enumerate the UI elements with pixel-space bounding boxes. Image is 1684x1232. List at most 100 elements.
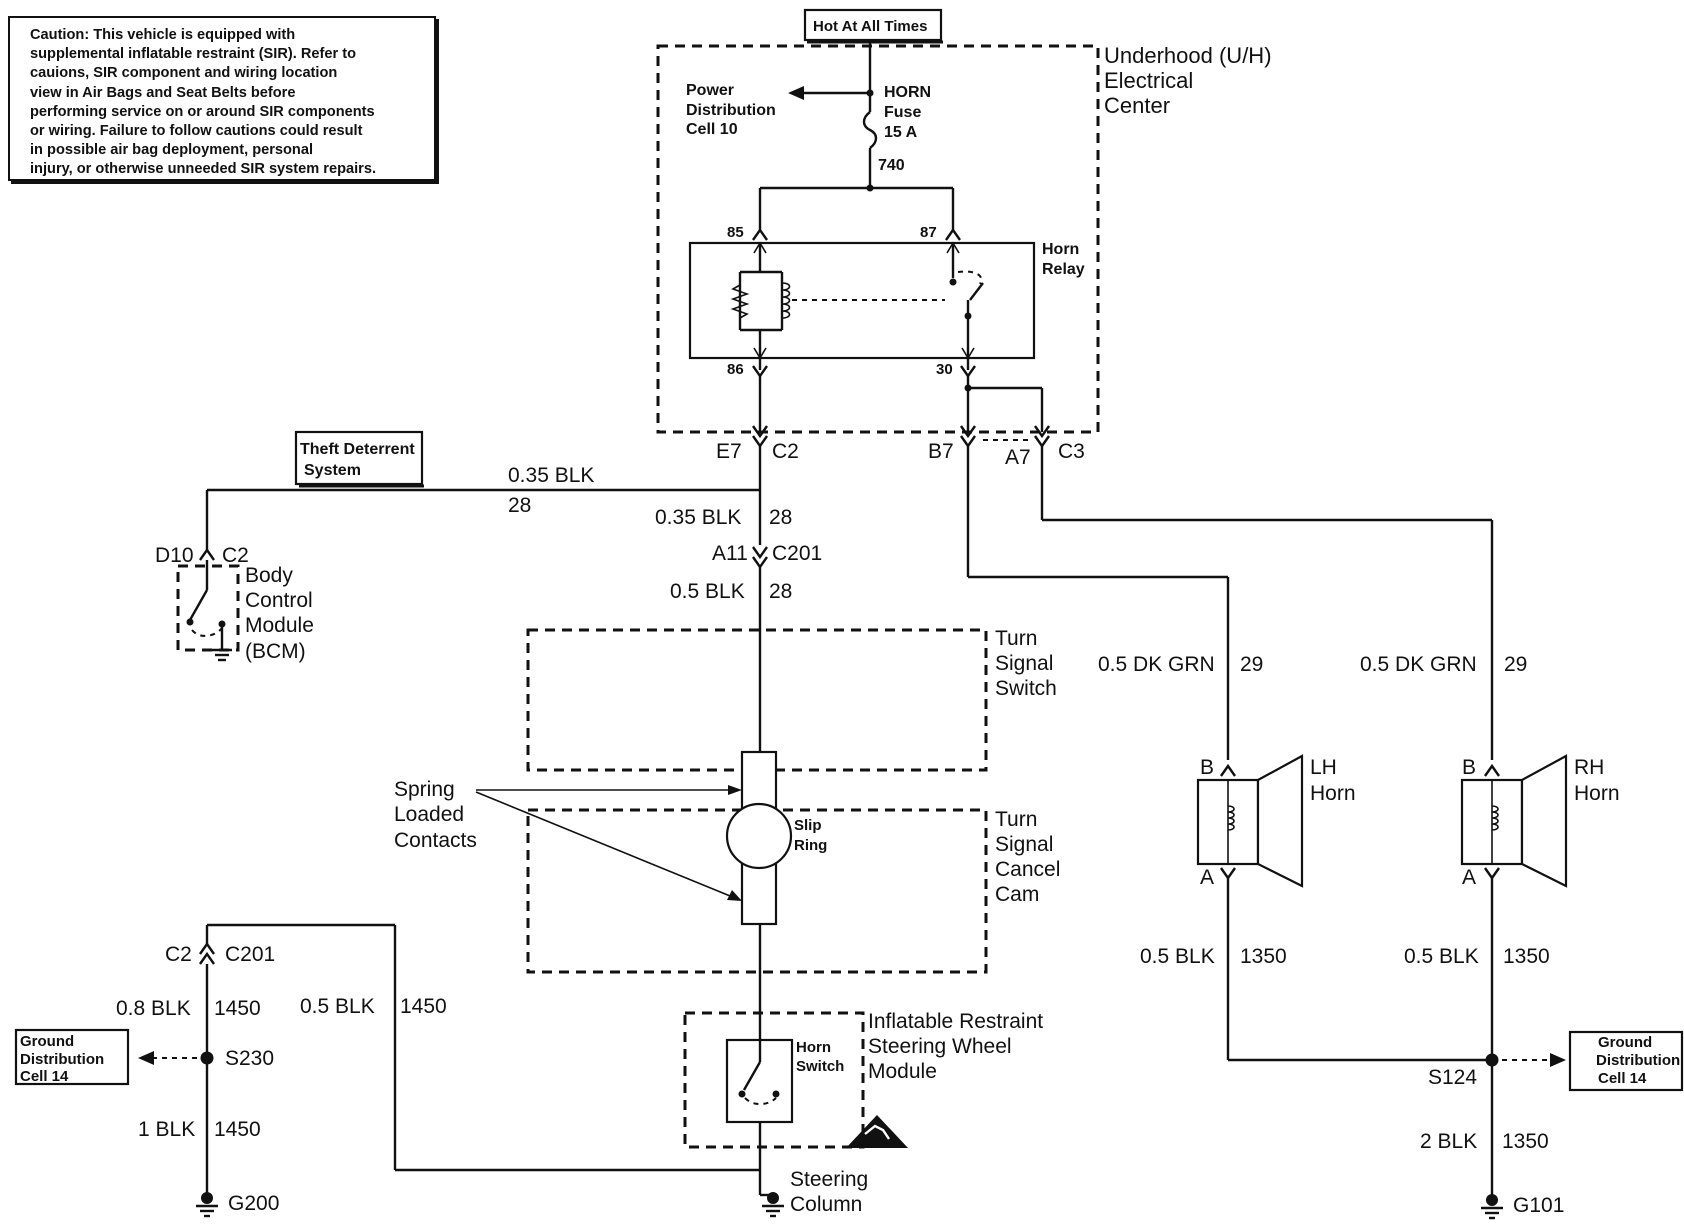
horn-switch-icon	[742, 1061, 762, 1091]
ground-dist-right-label: Ground	[1598, 1034, 1652, 1051]
bcm-switch-icon	[188, 589, 209, 621]
arrow-right-icon	[1550, 1053, 1566, 1067]
caution-line: cauions, SIR component and wiring locati…	[30, 65, 338, 82]
power-dist-label: Cell 10	[686, 121, 738, 138]
wire-gauge: 0.5 BLK	[300, 995, 375, 1018]
caution-line: in possible air bag deployment, personal	[30, 142, 314, 159]
splice-s124: S124	[1428, 1066, 1477, 1089]
arrow-right-icon	[728, 785, 742, 795]
ground-g200: G200	[228, 1192, 279, 1215]
spring-contacts-label: Loaded	[394, 803, 464, 826]
coil-icon	[781, 282, 791, 319]
connector-icon	[752, 227, 768, 241]
bcm-label: Body	[245, 564, 293, 587]
horn-switch-label: Switch	[796, 1058, 844, 1075]
lh-horn-label: Horn	[1310, 782, 1356, 805]
bcm-label: Control	[245, 589, 313, 612]
slip-ring-icon	[725, 802, 793, 870]
connector-c201: C201	[772, 542, 822, 565]
rh-horn-label: Horn	[1574, 782, 1620, 805]
irsw-module-boundary	[683, 1011, 865, 1149]
wire-circuit: 28	[769, 506, 792, 529]
horn-switch-label: Horn	[796, 1039, 831, 1056]
caution-line: injury, or otherwise unneeded SIR system…	[30, 161, 377, 178]
arrow-left-icon	[788, 86, 804, 100]
relay-pin-86: 86	[727, 361, 744, 378]
ground-g101: G101	[1513, 1194, 1564, 1217]
ground-dist-right-label: Distribution	[1596, 1052, 1680, 1069]
lh-horn-icon	[1256, 754, 1304, 888]
ground-dist-left-box	[14, 1028, 130, 1086]
airbag-warning-icon	[846, 1115, 908, 1148]
horn-relay-label: Horn	[1042, 241, 1079, 258]
steering-column-label: Column	[790, 1193, 862, 1216]
lh-horn-label: LH	[1310, 756, 1337, 779]
caution-line: view in Air Bags and Seat Belts before	[30, 84, 296, 101]
cancel-cam-label: Turn	[995, 808, 1037, 831]
caution-line: performing service on or around SIR comp…	[30, 103, 375, 120]
cancel-cam-label: Cancel	[995, 858, 1060, 881]
caution-line: Caution: This vehicle is equipped with	[30, 27, 296, 43]
wire-gauge: 1 BLK	[138, 1118, 195, 1141]
lh-horn-pin-b: B	[1200, 756, 1214, 779]
wire-circuit: 1450	[214, 997, 261, 1020]
relay-pin-87: 87	[920, 224, 937, 241]
lh-horn-pin-a: A	[1200, 866, 1214, 889]
arrow-right-icon	[727, 890, 742, 901]
connector-c2: C2	[772, 440, 799, 463]
turn-signal-switch-label: Turn	[995, 627, 1037, 650]
connector-c2-bottom: C2	[165, 943, 192, 966]
theft-deterrent-label: Theft Deterrent	[300, 441, 415, 458]
bcm-label: (BCM)	[245, 640, 306, 663]
ground-dist-right-label: Cell 14	[1598, 1070, 1647, 1087]
wire-gauge: 0.5 DK GRN	[1098, 653, 1215, 676]
uh-center-label: Electrical	[1104, 68, 1193, 93]
caution-line: supplemental inflatable restraint (SIR).…	[30, 46, 356, 63]
connector-c2-c201-icon	[199, 951, 215, 965]
wire-circuit: 1350	[1503, 945, 1550, 968]
steering-column-label: Steering	[790, 1168, 868, 1191]
spring-contacts-label: Spring	[394, 778, 455, 801]
connector-c3: C3	[1058, 440, 1085, 463]
caution-note: Caution: This vehicle is equipped with s…	[8, 16, 436, 181]
wire-gauge: 0.35 BLK	[508, 464, 594, 487]
ground-dist-right-box	[1568, 1030, 1684, 1092]
slip-ring-label: Slip	[794, 817, 822, 834]
turn-signal-switch-label: Switch	[995, 677, 1057, 700]
slip-ring-label: Ring	[794, 837, 827, 854]
connector-e7: E7	[716, 440, 742, 463]
connector-d10: D10	[155, 544, 194, 567]
wire-circuit: 28	[508, 494, 531, 517]
wire-gauge: 0.5 BLK	[670, 580, 745, 603]
power-dist-label: Distribution	[686, 102, 776, 119]
connector-c201-bottom: C201	[225, 943, 275, 966]
irsw-module-label: Inflatable Restraint	[868, 1010, 1043, 1033]
relay-pin-30: 30	[936, 361, 953, 378]
ground-dist-left-label: Cell 14	[20, 1068, 69, 1085]
rh-horn-coil-icon	[1491, 805, 1499, 831]
hot-at-all-times-box	[803, 8, 943, 42]
wire-circuit: 29	[1240, 653, 1263, 676]
connector-c2-bcm: C2	[222, 544, 249, 567]
lh-horn-coil-icon	[1227, 805, 1235, 831]
wire-gauge: 0.5 DK GRN	[1360, 653, 1477, 676]
turn-signal-switch-label: Signal	[995, 652, 1053, 675]
fuse-type: Fuse	[884, 104, 921, 121]
rh-horn-pin-b: B	[1462, 756, 1476, 779]
relay-switch-icon	[969, 282, 984, 301]
turn-signal-switch-boundary	[526, 628, 988, 772]
wire-circuit: 1450	[214, 1118, 261, 1141]
theft-deterrent-label: System	[304, 462, 361, 479]
uh-electrical-center-boundary	[656, 44, 1100, 434]
rh-horn-label: RH	[1574, 756, 1604, 779]
connector-b7: B7	[928, 440, 954, 463]
arrow-left-icon	[138, 1051, 154, 1065]
fuse-rating: 15 A	[884, 124, 918, 141]
cancel-cam-label: Signal	[995, 833, 1053, 856]
connector-a11: A11	[712, 542, 748, 565]
theft-deterrent-box	[294, 430, 424, 486]
wire-circuit: 28	[769, 580, 792, 603]
ground-dist-left-label: Ground	[20, 1033, 74, 1050]
bcm-label: Module	[245, 614, 314, 637]
